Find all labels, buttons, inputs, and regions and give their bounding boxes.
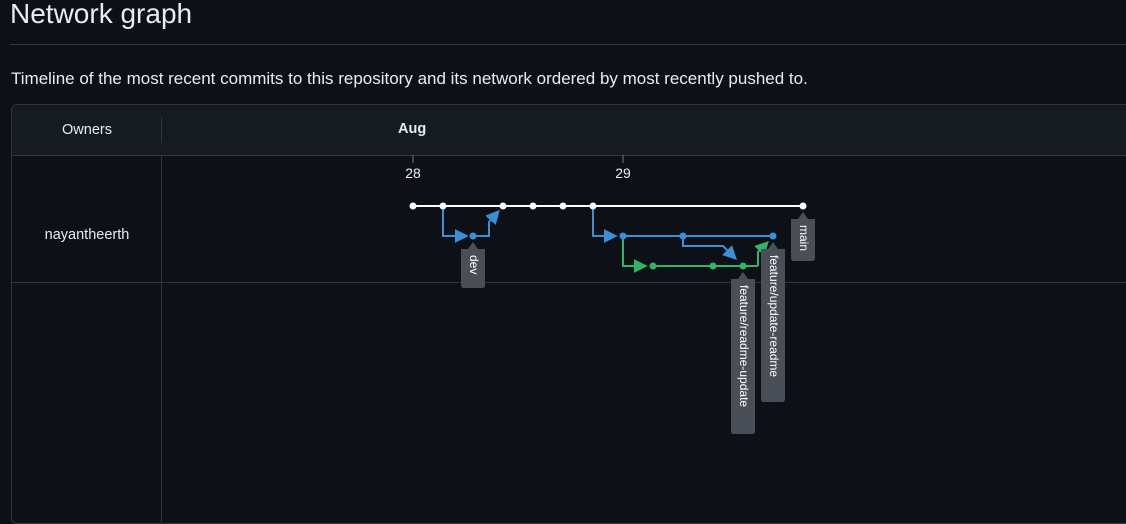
branch-label-update-readme-text: feature/update-readme xyxy=(767,255,781,377)
owners-column-divider xyxy=(161,155,162,523)
header-divider xyxy=(161,117,162,143)
commit-dot[interactable] xyxy=(679,232,687,240)
owner-name[interactable]: nayantheerth xyxy=(44,227,130,243)
commit-dot[interactable] xyxy=(559,202,567,210)
update-readme-merge-line xyxy=(682,236,737,260)
commit-dot[interactable] xyxy=(739,262,747,270)
graph-header: Owners Aug xyxy=(12,105,1126,156)
commit-dot[interactable] xyxy=(619,232,627,240)
branch-label-readme-update-text: feature/readme-update xyxy=(737,285,751,407)
blue-commits xyxy=(469,232,777,240)
title-divider xyxy=(10,44,1126,45)
commit-dot[interactable] xyxy=(769,232,777,240)
dev-branch-fork-line xyxy=(442,206,469,243)
day-tick-28: 28 xyxy=(405,155,421,181)
network-graph-panel[interactable]: Owners Aug nayantheerth 28 29 xyxy=(11,104,1126,524)
commit-dot[interactable] xyxy=(799,202,807,210)
commit-dot[interactable] xyxy=(589,202,597,210)
branch-label-dev-text: dev xyxy=(467,255,481,274)
branch-label-dev[interactable]: dev xyxy=(461,242,485,288)
page-title: Network graph xyxy=(10,0,193,29)
day-label-29: 29 xyxy=(615,165,631,181)
day-tick-29: 29 xyxy=(615,155,631,181)
month-label: Aug xyxy=(398,121,427,137)
dev-branch-merge-line xyxy=(473,209,500,237)
commit-dot[interactable] xyxy=(469,232,477,240)
commit-dot[interactable] xyxy=(499,202,507,210)
commit-dot[interactable] xyxy=(529,202,537,210)
readme-update-fork-line xyxy=(622,236,648,273)
commit-graph[interactable]: 28 29 xyxy=(12,105,1126,524)
branch-label-update-readme[interactable]: feature/update-readme xyxy=(761,242,785,402)
branch-label-main[interactable]: main xyxy=(791,212,815,261)
branch-label-main-text: main xyxy=(797,225,811,251)
commit-dot[interactable] xyxy=(439,202,447,210)
owner-row-divider xyxy=(12,282,1126,283)
main-commits xyxy=(409,202,807,210)
commit-dot[interactable] xyxy=(709,262,717,270)
green-commits xyxy=(649,262,747,270)
commit-dot[interactable] xyxy=(409,202,417,210)
commit-dot[interactable] xyxy=(649,262,657,270)
page-description: Timeline of the most recent commits to t… xyxy=(11,69,808,88)
owners-column-header: Owners xyxy=(62,122,112,138)
day-label-28: 28 xyxy=(405,165,421,181)
readme-update-merge-line xyxy=(754,241,769,266)
update-readme-fork-line xyxy=(592,206,618,243)
branch-label-readme-update[interactable]: feature/readme-update xyxy=(731,272,755,434)
